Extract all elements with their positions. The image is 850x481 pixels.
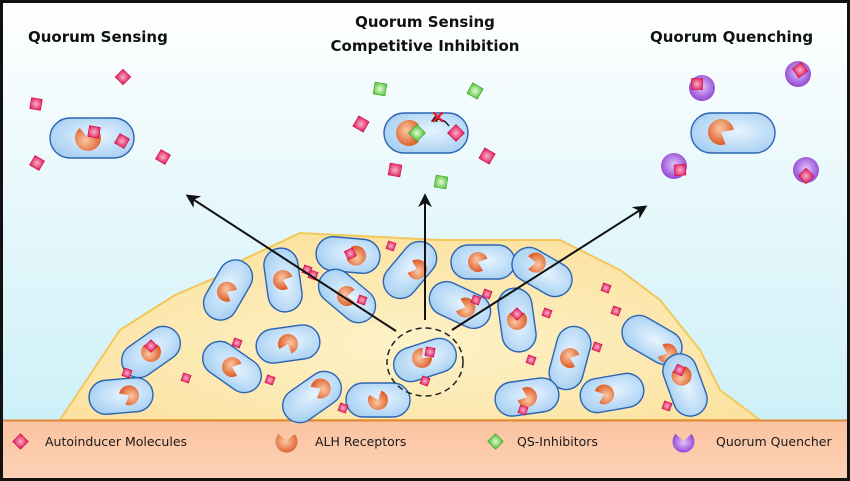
qs-inhibitor-molecule-icon <box>434 175 448 189</box>
autoinducer-molecule-icon <box>30 98 43 111</box>
panel-title-quorum-quenching: Quorum Quenching <box>650 28 813 46</box>
quorum-quencher-complex <box>689 75 715 101</box>
panel-title-competitive-inhibition-line2: Competitive Inhibition <box>331 37 520 55</box>
bound-autoinducer-icon <box>88 126 101 139</box>
legend-label-autoinducer: Autoinducer Molecules <box>45 434 187 449</box>
bacterium-cell <box>315 235 382 274</box>
quorum-quencher-complex <box>661 153 687 179</box>
captured-autoinducer-icon <box>674 164 686 176</box>
legend-label-qs-inhibitor: QS-Inhibitors <box>517 434 598 449</box>
bacterium-cell <box>451 245 515 279</box>
bacterium-cell <box>88 376 155 415</box>
substrate-legend-band <box>0 420 850 481</box>
legend-label-quorum-quencher: Quorum Quencher <box>716 434 832 449</box>
captured-autoinducer-icon <box>692 79 703 90</box>
bacterium-body <box>691 113 775 153</box>
legend-label-alh-receptor: ALH Receptors <box>315 434 406 449</box>
qs-inhibitor-molecule-icon <box>373 82 387 96</box>
quorum-quencher-complex <box>785 61 811 87</box>
bacterium-body <box>88 376 155 415</box>
autoinducer-molecule-icon <box>388 163 402 177</box>
panel-title-quorum-sensing: Quorum Sensing <box>28 28 168 46</box>
bacterium-body <box>451 245 515 279</box>
panel-title-competitive-inhibition-line1: Quorum Sensing <box>355 13 495 31</box>
bound-autoinducer-icon <box>425 347 435 357</box>
